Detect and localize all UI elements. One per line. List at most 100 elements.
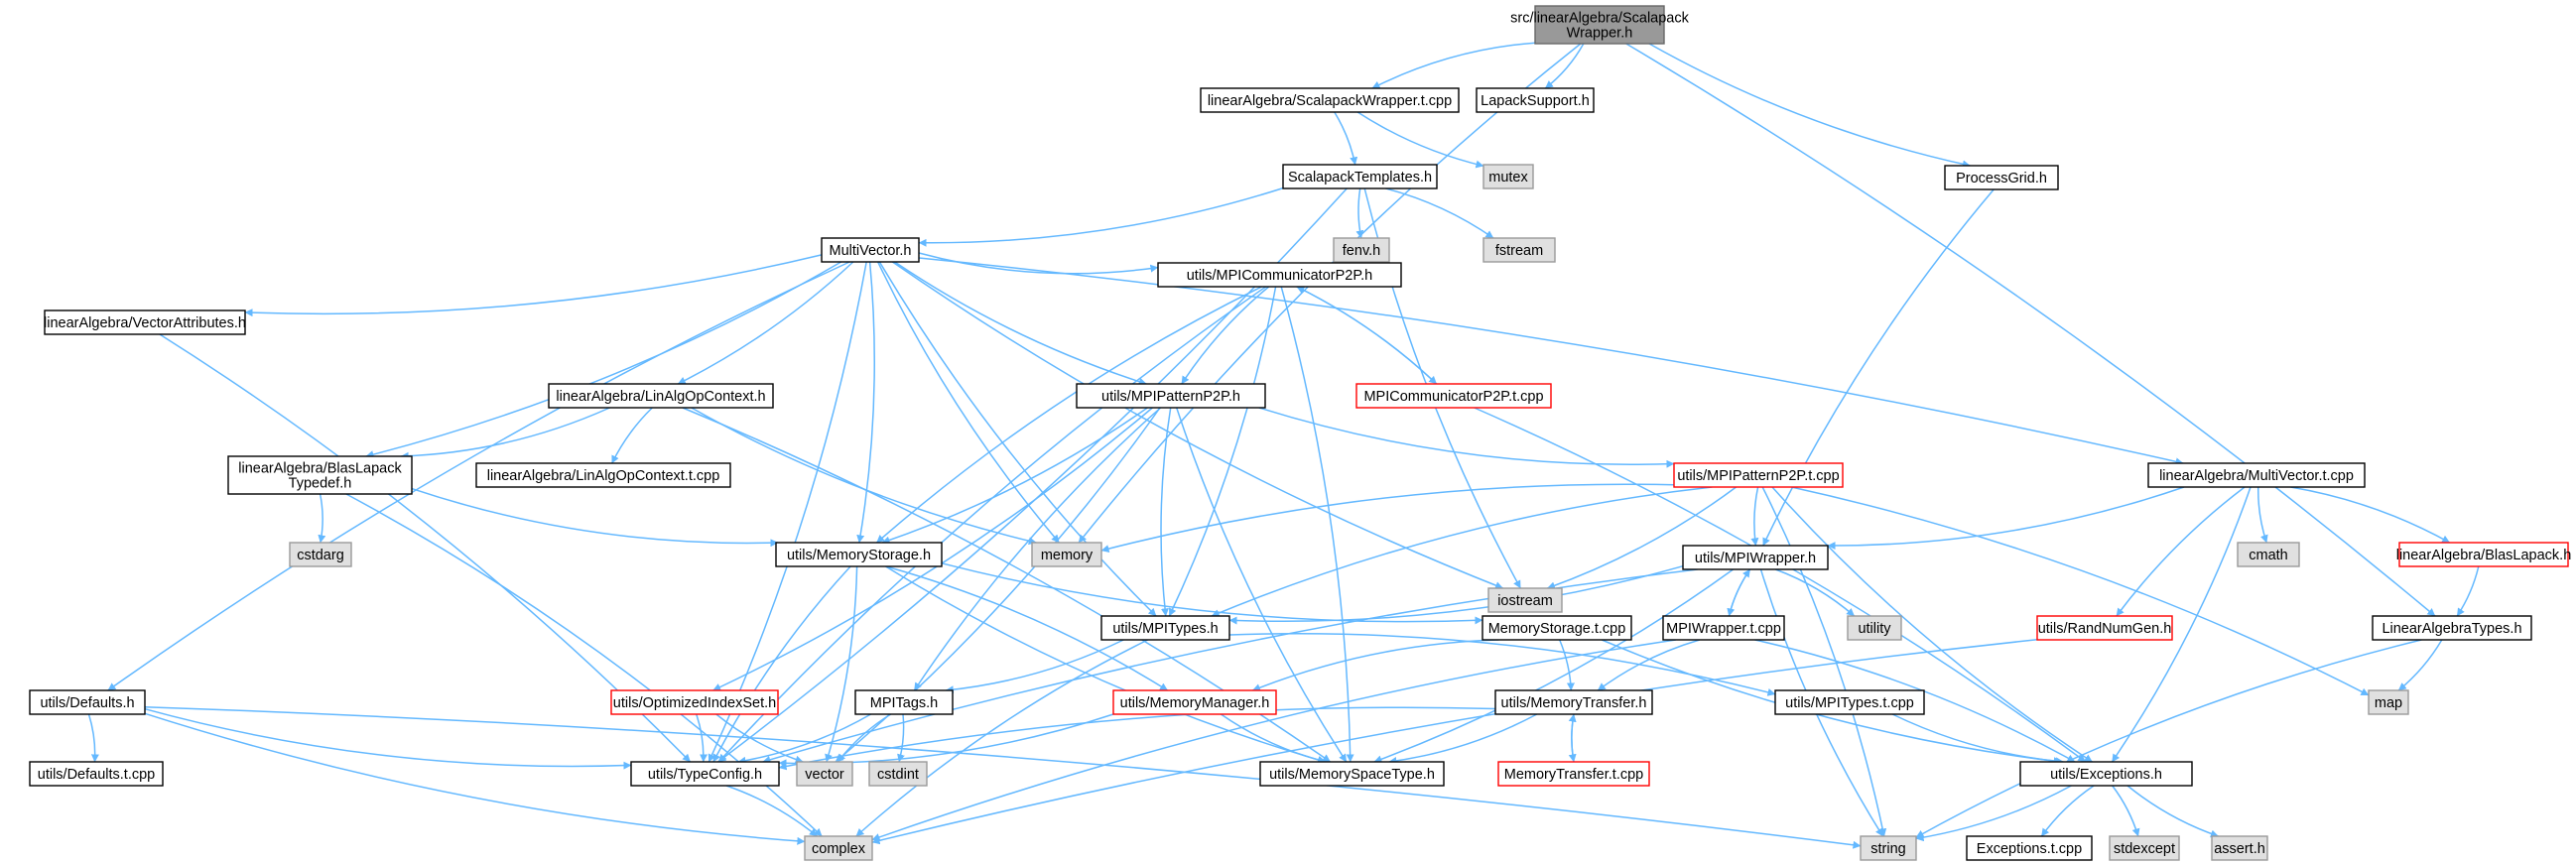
node-mutex: mutex — [1482, 164, 1534, 189]
edge-def-to-string — [144, 705, 1862, 849]
node-box — [1259, 761, 1445, 787]
edge-sctpl-to-fenv — [1355, 187, 1364, 239]
node-box — [775, 542, 943, 567]
edge-mpiw-to-mpiwt — [1727, 568, 1751, 617]
node-mpiw[interactable]: utils/MPIWrapper.h — [1682, 545, 1829, 570]
edge-mpit-to-mpitt — [1228, 633, 1776, 696]
edge-ois-to-vector — [715, 713, 804, 764]
node-pgrid[interactable]: ProcessGrid.h — [1944, 165, 2059, 190]
node-va[interactable]: linearAlgebra/VectorAttributes.h — [44, 309, 246, 335]
edge-exc-to-assert — [2126, 785, 2219, 838]
node-swt[interactable]: linearAlgebra/ScalapackWrapper.t.cpp — [1200, 87, 1460, 113]
node-deft[interactable]: utils/Defaults.t.cpp — [29, 761, 164, 787]
edge-mpiw-to-mpit — [1228, 564, 1684, 625]
node-mpic[interactable]: utils/MPICommunicatorP2P.h — [1157, 262, 1402, 288]
node-box — [2398, 542, 2569, 567]
node-box — [796, 761, 853, 787]
node-mm[interactable]: utils/MemoryManager.h — [1112, 689, 1277, 715]
node-exct[interactable]: Exceptions.t.cpp — [1966, 835, 2093, 861]
node-label: utils/OptimizedIndexSet.h — [613, 695, 776, 711]
node-label: ProcessGrid.h — [1956, 171, 2047, 186]
node-label: cmath — [2249, 548, 2288, 563]
node-mpict[interactable]: MPICommunicatorP2P.t.cpp — [1355, 383, 1552, 409]
node-box — [1494, 689, 1653, 715]
node-mpiwt[interactable]: MPIWrapper.t.cpp — [1662, 615, 1785, 641]
node-label: utils/MPITypes.t.cpp — [1785, 695, 1914, 711]
node-mpit[interactable]: utils/MPITypes.h — [1100, 615, 1230, 641]
node-label: linearAlgebra/VectorAttributes.h — [44, 315, 246, 331]
edge-lat-to-string — [1915, 639, 2422, 838]
edge-mpp-to-mpit — [1160, 407, 1172, 617]
node-box — [29, 689, 146, 715]
edge-lao-to-memory — [691, 407, 1037, 546]
node-box — [1481, 615, 1632, 641]
edge-mpp-to-tags — [913, 407, 1162, 691]
node-box — [804, 835, 873, 861]
node-box — [1482, 237, 1556, 263]
node-label: MPITags.h — [870, 695, 939, 711]
node-vector: vector — [796, 761, 853, 787]
node-sctpl[interactable]: ScalapackTemplates.h — [1282, 164, 1438, 189]
node-box — [1662, 615, 1785, 641]
node-box — [2372, 615, 2532, 641]
edge-exc-to-exct — [2040, 785, 2095, 837]
node-def[interactable]: utils/Defaults.h — [29, 689, 146, 715]
edge-mppt-to-memory — [1100, 483, 1675, 553]
edge-ms-to-mm — [885, 565, 1169, 691]
edge-mppt-to-mpit — [1211, 486, 1713, 617]
node-lao[interactable]: linearAlgebra/LinAlgOpContext.h — [548, 383, 774, 409]
node-box — [1476, 87, 1595, 113]
node-box — [1076, 383, 1266, 409]
node-mpp[interactable]: utils/MPIPatternP2P.h — [1076, 383, 1266, 409]
edge-bl-to-lat — [2456, 565, 2480, 617]
node-mst[interactable]: MemoryStorage.t.cpp — [1481, 615, 1632, 641]
node-rng[interactable]: utils/RandNumGen.h — [2036, 615, 2173, 641]
edge-mpic-to-mpp — [1181, 286, 1270, 385]
node-mt[interactable]: utils/MemoryTransfer.h — [1494, 689, 1653, 715]
node-exc[interactable]: utils/Exceptions.h — [2019, 761, 2193, 787]
node-assert: assert.h — [2211, 835, 2268, 861]
node-box — [227, 455, 413, 495]
node-lapack[interactable]: LapackSupport.h — [1476, 87, 1595, 113]
node-mvt[interactable]: linearAlgebra/MultiVector.t.cpp — [2147, 462, 2366, 488]
edge-tags-to-cstdint — [897, 713, 905, 763]
node-label: MemoryStorage.t.cpp — [1488, 621, 1626, 637]
edge-swt-to-sctpl — [1334, 111, 1358, 166]
node-mst2[interactable]: utils/MemorySpaceType.h — [1259, 761, 1445, 787]
node-laot[interactable]: linearAlgebra/LinAlgOpContext.t.cpp — [475, 462, 731, 488]
node-complex: complex — [804, 835, 873, 861]
edge-ms-to-mst2 — [885, 565, 1326, 764]
node-box — [854, 689, 954, 715]
node-lat[interactable]: LinearAlgebraTypes.h — [2372, 615, 2532, 641]
node-label: utils/Defaults.t.cpp — [38, 767, 155, 783]
node-mpitt[interactable]: utils/MPITypes.t.cpp — [1774, 689, 1925, 715]
node-ois[interactable]: utils/OptimizedIndexSet.h — [610, 689, 779, 715]
node-box — [1860, 835, 1917, 861]
edge-sw-to-lat — [1625, 43, 2436, 617]
node-stdexcept: stdexcept — [2109, 835, 2180, 861]
edge-mvt-to-cmath — [2257, 486, 2268, 544]
node-box — [2368, 689, 2409, 715]
node-ms[interactable]: utils/MemoryStorage.h — [775, 542, 943, 567]
edge-def-to-deft — [87, 713, 99, 763]
node-mv[interactable]: MultiVector.h — [821, 237, 920, 263]
node-box — [1774, 689, 1925, 715]
node-bl[interactable]: linearAlgebra/BlasLapack.h — [2396, 542, 2572, 567]
node-label: cstdint — [877, 767, 919, 783]
node-label: complex — [812, 841, 866, 857]
node-tags[interactable]: MPITags.h — [854, 689, 954, 715]
edge-sctpl-to-fstream — [1385, 187, 1494, 239]
edge-mpic-to-mpit — [1168, 286, 1277, 617]
edge-mpic-to-ms — [876, 286, 1262, 544]
node-mppt[interactable]: utils/MPIPatternP2P.t.cpp — [1673, 462, 1844, 488]
node-box — [1534, 5, 1665, 45]
edge-mv-to-lao — [677, 261, 854, 385]
edge-def-to-complex — [144, 712, 806, 845]
node-label: utils/Defaults.h — [40, 695, 134, 711]
node-label: vector — [805, 767, 844, 783]
node-mtt[interactable]: MemoryTransfer.t.cpp — [1497, 761, 1650, 787]
node-tc[interactable]: utils/TypeConfig.h — [630, 761, 780, 787]
edge-mv-to-iostream — [891, 261, 1503, 589]
